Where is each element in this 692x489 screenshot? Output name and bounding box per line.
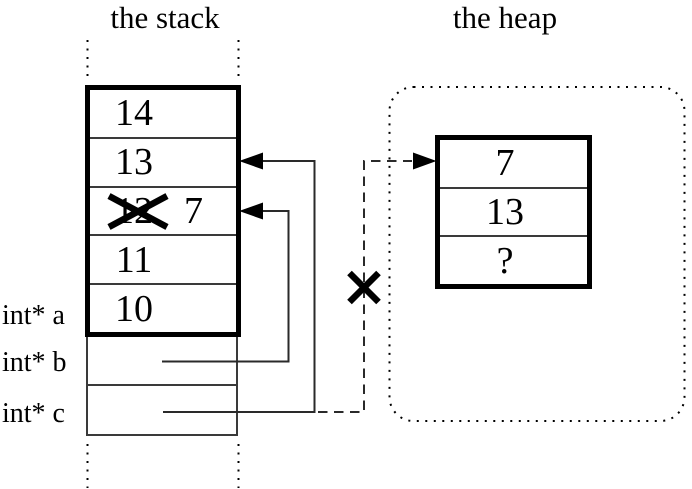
dangling-pointer-line	[318, 160, 412, 413]
stack-cell: 11	[90, 234, 236, 283]
stack-pointer-cells	[86, 337, 238, 436]
dangling-pointer-connector	[318, 152, 437, 413]
pointer-cell-b	[88, 337, 236, 386]
stack-cell: 13	[90, 136, 236, 186]
arrowhead-right-icon	[413, 152, 437, 170]
heap-cell-value: 7	[495, 142, 515, 185]
stack-cell-value: 14	[115, 92, 153, 135]
stack-cell-new-value: 7	[184, 189, 203, 232]
stack-title: the stack	[110, 0, 220, 35]
heap-cell: 13	[440, 186, 587, 236]
pointer-variable-label-b: int* b	[2, 347, 67, 378]
stack-cell: 14	[90, 90, 236, 137]
heap-block-box: 7 13 ?	[435, 135, 592, 289]
stack-frame-box: 14 13 12 7 11 10	[85, 85, 241, 337]
heap-cell-value: 13	[486, 191, 524, 233]
pointer-variable-label-c: int* c	[2, 398, 65, 429]
pointer-variable-label-a: int* a	[2, 300, 65, 331]
stack-cell-value: 13	[115, 141, 153, 184]
heap-cell-value: ?	[496, 239, 514, 282]
arrowhead-left-icon	[239, 152, 263, 170]
stack-cell-overwritten: 12 7	[90, 185, 236, 235]
pointer-cell-c	[88, 386, 236, 435]
arrowhead-left-icon	[239, 202, 263, 220]
stack-cell-value: 10	[115, 287, 153, 330]
heap-cell: ?	[440, 235, 587, 284]
stack-cell-value: 11	[115, 238, 153, 281]
heap-cell: 7	[440, 140, 587, 187]
stack-cell-old-value: 12	[115, 189, 153, 232]
stack-cell: 10	[90, 283, 236, 332]
cross-out-icon	[347, 270, 381, 305]
heap-title: the heap	[452, 0, 558, 35]
